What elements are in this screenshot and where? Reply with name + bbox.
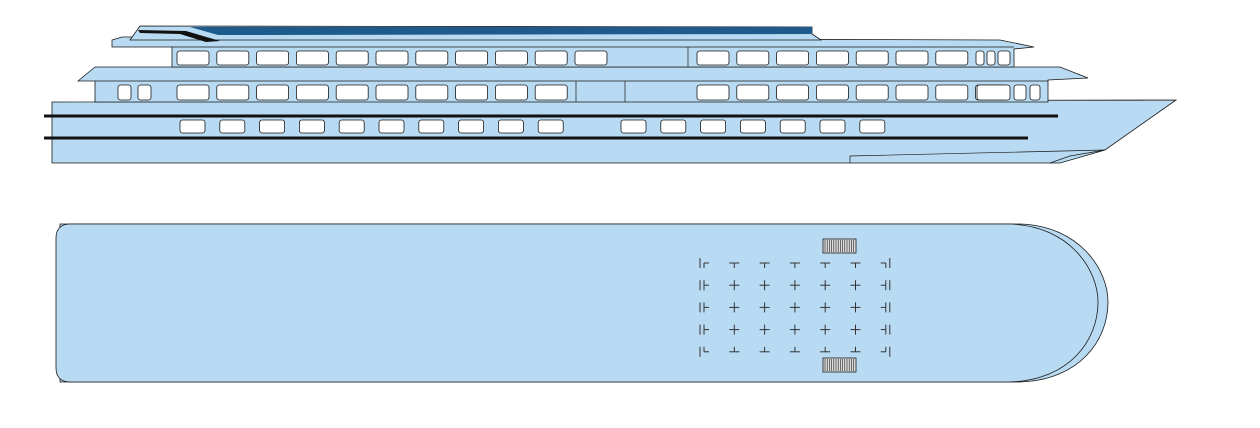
window-narrow [975,50,985,66]
side-elevation [44,25,1178,164]
porthole-window [740,119,766,134]
window [574,50,608,66]
window [494,84,528,101]
roof-panel [190,27,812,35]
window [176,84,210,101]
window [736,84,770,101]
porthole-window [700,119,726,134]
gangway-bottom [822,357,857,373]
gangway-ramp [822,357,857,373]
window [816,50,849,66]
window [295,84,329,101]
window [534,50,568,66]
porthole-window [660,119,687,134]
window [976,84,1011,101]
window-narrow [137,84,152,101]
porthole-window [458,119,485,134]
window-narrow [1029,84,1041,101]
window [736,50,770,66]
middle-deck-windows [117,84,1041,101]
bow-skeg-line [1049,149,1106,164]
porthole-window [259,119,286,134]
window [696,50,730,66]
gangway-ramp [822,238,857,254]
window [855,84,889,101]
porthole-window [537,119,564,134]
window [216,50,250,66]
porthole-window [179,119,206,134]
wheelhouse-accent [138,30,220,42]
window [455,50,489,66]
porthole-window [497,119,524,134]
window [696,84,730,101]
lower-deck-windows [179,119,886,134]
deck-plan [55,223,1109,383]
window [295,50,329,66]
porthole-window [859,119,886,134]
porthole-window [418,119,445,134]
window [855,50,889,66]
deck-outline [55,223,1099,383]
window [375,50,409,66]
window [415,50,449,66]
porthole-window [219,119,246,134]
porthole-window [819,119,846,134]
window [176,50,210,66]
window [935,84,969,101]
bow-lower-plating [849,149,1106,163]
porthole-window [779,119,806,134]
window [534,84,568,101]
window [776,84,809,101]
sun-deck-grid [699,258,891,357]
window-narrow [1013,84,1027,101]
porthole-window [620,119,647,134]
window [455,84,489,101]
window-narrow [986,50,996,66]
window [895,84,929,101]
porthole-window [298,119,325,134]
window [335,50,369,66]
upper-deck-windows [176,50,1011,66]
window [216,84,250,101]
gangway-top [822,238,857,254]
window [256,84,290,101]
window [256,50,290,66]
window [776,50,809,66]
porthole-window [338,119,365,134]
window-narrow [117,84,132,101]
window [895,50,929,66]
window [494,50,528,66]
window [415,84,449,101]
porthole-window [378,119,405,134]
window [816,84,849,101]
window [935,50,969,66]
window-narrow [997,50,1011,66]
window [335,84,369,101]
window [375,84,409,101]
